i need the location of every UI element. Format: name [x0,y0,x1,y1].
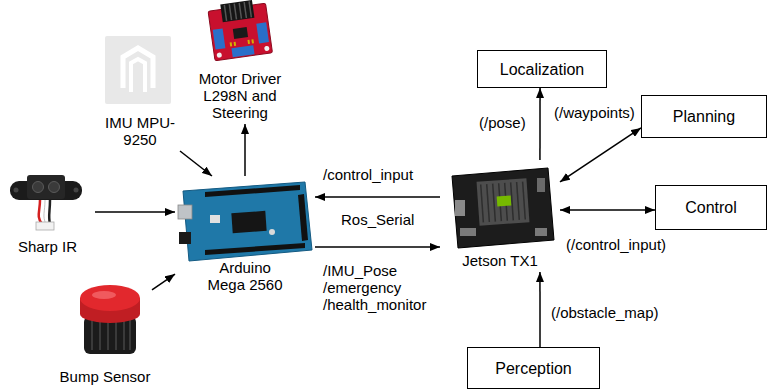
component-node: Jetson TX1 [440,160,560,272]
topic-label: (/pose) [478,114,527,131]
connector-arrow [152,274,175,290]
sharp-ir-sensor [10,175,82,230]
link-label: Ros_Serial [340,211,415,228]
bump-sensor-button [80,285,140,354]
connector-arrow [315,246,440,248]
component-caption: Bump Sensor [58,368,152,385]
box-label: Localization [500,61,585,78]
process-box: Planning [641,95,767,138]
connector-arrow [560,128,641,182]
connector-arrow [539,88,541,160]
connector-arrow [180,151,212,176]
process-box: Control [655,185,767,230]
topic-label: (/control_input) [565,236,667,253]
connector-arrow [95,211,175,213]
connector-arrow [560,209,655,211]
component-node: Sharp IR [0,168,95,258]
topic-label: /IMU_Pose /emergency /health_monitor [322,262,439,313]
topic-label: /control_input [322,166,414,183]
jetson-tx1-board [452,168,554,248]
topic-label: (/obstacle_map) [550,304,660,321]
component-node: Motor Driver L298N and Steering [190,0,290,124]
motor-driver-board [207,0,272,61]
imu-logo [105,36,171,104]
component-caption: Jetson TX1 [445,252,555,269]
box-label: Control [685,199,737,216]
arduino-mega-board [178,182,312,261]
process-box: Perception [467,347,600,389]
box-label: Planning [673,108,735,125]
component-node: Bump Sensor [58,278,152,388]
component-node: IMU MPU-9250 [100,30,180,151]
component-caption: IMU MPU-9250 [100,114,180,148]
component-caption: Sharp IR [3,238,93,255]
connector-arrow [315,196,440,198]
connector-arrow [539,272,541,347]
process-box: Localization [477,50,607,88]
topic-label: (/waypoints) [553,104,636,121]
connector-arrow [244,124,246,176]
component-node: Arduino Mega 2560 [175,176,315,296]
component-caption: Motor Driver L298N and Steering [193,70,288,121]
box-label: Perception [495,360,572,377]
component-caption: Arduino Mega 2560 [205,259,285,293]
